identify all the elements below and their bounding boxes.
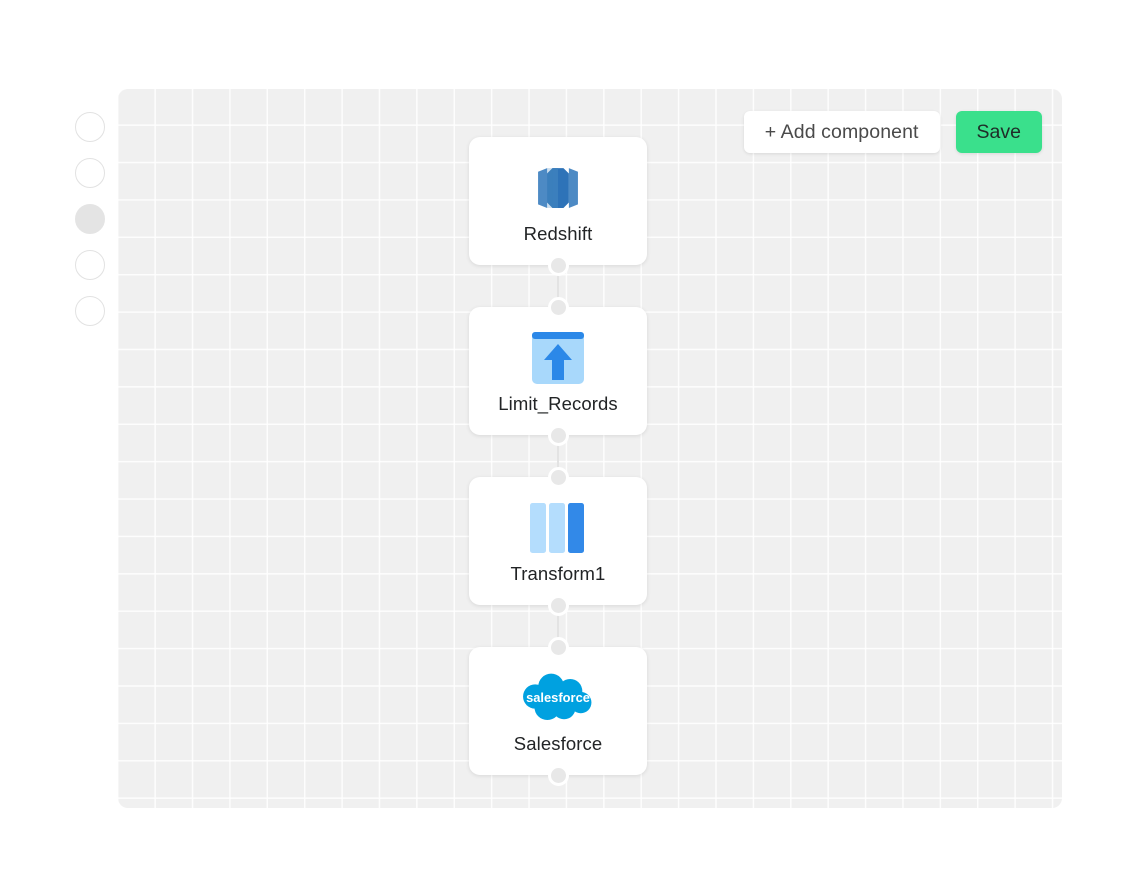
node-port-bottom[interactable] [547, 594, 569, 616]
node-label: Redshift [523, 223, 593, 244]
transform-icon [529, 497, 587, 559]
save-button[interactable]: Save [955, 111, 1042, 153]
pipeline-flow: Redshift Limit_Records [469, 137, 647, 786]
add-component-button[interactable]: + Add component [743, 111, 940, 153]
connector-line-transform-salesforce [557, 605, 559, 647]
redshift-icon [529, 157, 587, 219]
canvas-toolbar: + Add component Save [743, 111, 1042, 153]
node-label: Transform1 [510, 563, 606, 584]
step-rail-dot-1[interactable] [75, 112, 105, 142]
step-rail-dot-4[interactable] [75, 250, 105, 280]
limit-records-icon [530, 327, 586, 389]
node-redshift[interactable]: Redshift [469, 137, 647, 276]
step-rail-dot-2[interactable] [75, 158, 105, 188]
step-rail-dot-3[interactable] [75, 204, 105, 234]
node-port-bottom[interactable] [547, 254, 569, 276]
node-label: Limit_Records [498, 393, 618, 414]
node-salesforce[interactable]: salesforce Salesforce [469, 636, 647, 786]
node-port-top[interactable] [547, 636, 569, 658]
connector-line-redshift-limit [557, 265, 559, 307]
salesforce-wordmark: salesforce [526, 690, 590, 705]
node-transform1[interactable]: Transform1 [469, 466, 647, 616]
node-port-bottom[interactable] [547, 424, 569, 446]
pipeline-canvas[interactable]: + Add component Save Redshift [118, 89, 1062, 808]
step-rail-dot-5[interactable] [75, 296, 105, 326]
step-rail [75, 112, 109, 342]
node-port-top[interactable] [547, 466, 569, 488]
connector-line-limit-transform [557, 435, 559, 477]
transform-icon-svg [530, 503, 584, 553]
node-limit-records[interactable]: Limit_Records [469, 296, 647, 446]
node-label: Salesforce [513, 733, 603, 754]
salesforce-icon: salesforce [520, 667, 596, 729]
limit-records-icon-svg [532, 332, 584, 384]
node-port-top[interactable] [547, 296, 569, 318]
redshift-icon-svg [538, 168, 578, 208]
salesforce-icon-svg: salesforce [523, 673, 592, 721]
node-port-bottom[interactable] [547, 764, 569, 786]
